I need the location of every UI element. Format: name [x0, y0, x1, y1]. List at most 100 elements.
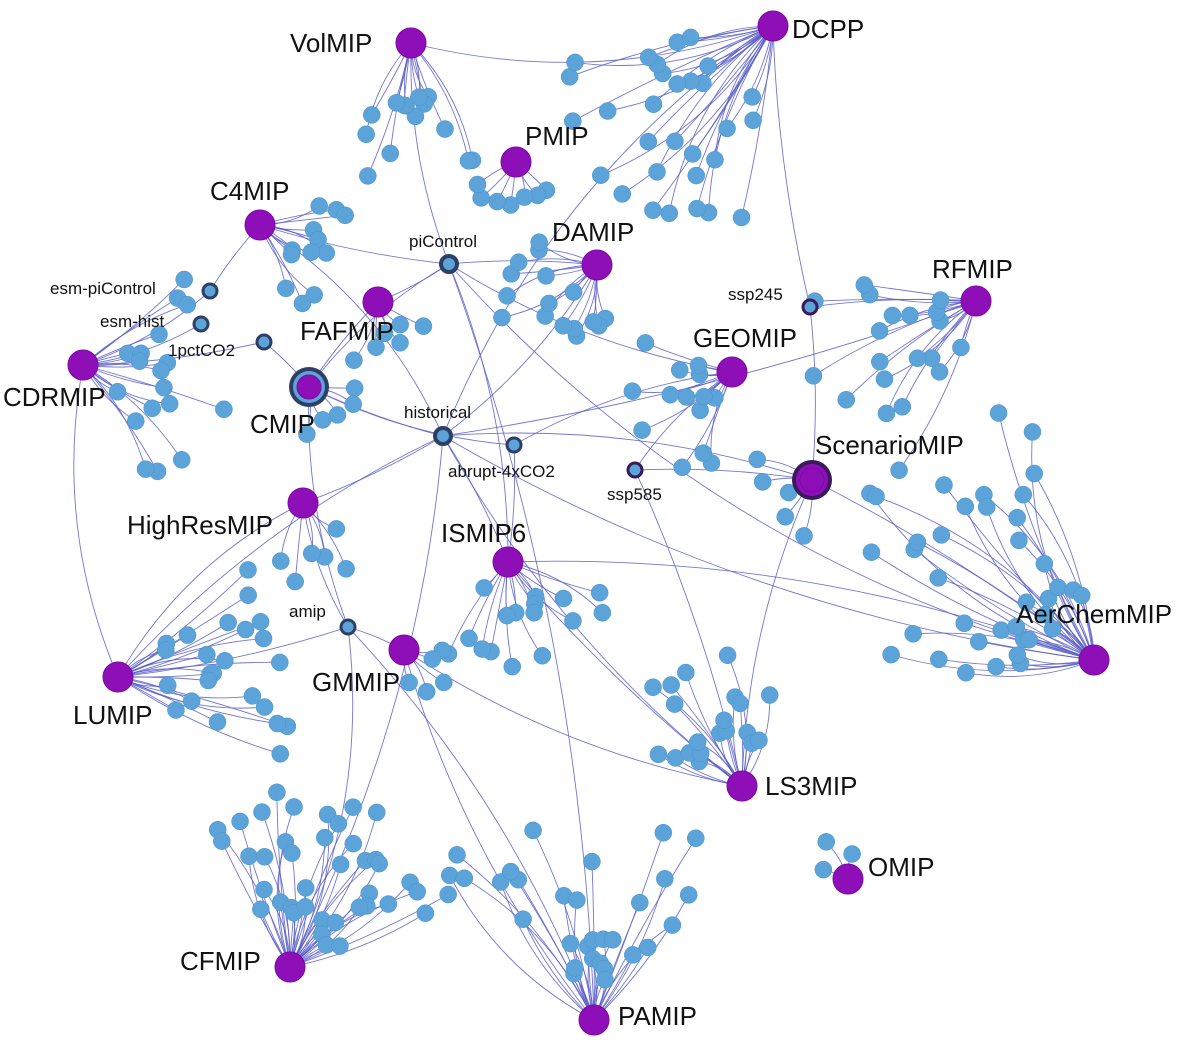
experiment-leaf-node [867, 487, 885, 506]
experiment-leaf-node [172, 451, 191, 469]
experiment-leaf-node [748, 450, 766, 469]
experiment-leaf-node [236, 620, 255, 639]
experiment-leaf-node [584, 313, 602, 331]
experiment-leaf-node [328, 406, 347, 424]
experiment-leaf-node [687, 166, 706, 185]
cfmip-node [274, 951, 306, 983]
experiment-leaf-node [286, 572, 304, 591]
experiment-leaf-node [633, 421, 651, 439]
experiment-leaf-node [150, 325, 168, 344]
experiment-leaf-node [677, 663, 695, 682]
amip-label: amip [289, 602, 326, 621]
cdrmip-label: CDRMIP [3, 382, 106, 412]
experiment-leaf-node [252, 900, 270, 919]
experiment-leaf-node [631, 893, 649, 912]
experiment-leaf-node [155, 378, 173, 397]
experiment-leaf-node [310, 197, 328, 215]
experiment-leaf-node [992, 621, 1010, 639]
experiment-leaf-node [243, 687, 262, 705]
experiment-leaf-node [175, 270, 193, 289]
experiment-leaf-node [904, 625, 922, 643]
experiment-leaf-node [668, 75, 686, 93]
experiment-leaf-node [157, 641, 175, 659]
experiment-leaf-node [814, 860, 833, 879]
experiment-leaf-node [239, 561, 257, 579]
network-edge [410, 25, 774, 63]
experiment-leaf-node [613, 185, 632, 203]
experiment-leaf-node [760, 686, 779, 704]
experiment-leaf-node [344, 395, 362, 413]
experiment-leaf-node [957, 663, 975, 682]
experiment-leaf-node [732, 208, 751, 227]
network-edge [278, 806, 295, 968]
experiment-leaf-node [970, 632, 988, 651]
experiment-leaf-node [326, 913, 345, 932]
experiment-leaf-node [1035, 554, 1054, 573]
experiment-leaf-node [152, 361, 170, 380]
experiment-leaf-node [1043, 620, 1062, 638]
experiment-leaf-node [590, 583, 609, 602]
experiment-leaf-node [493, 308, 511, 327]
abrupt-4xco2-label: abrupt-4xCO2 [448, 462, 555, 481]
c4mip-node [244, 209, 276, 241]
network-edge [442, 435, 509, 563]
historical-experiment-node [433, 426, 453, 446]
experiment-leaf-node [871, 352, 889, 371]
1pctco2-experiment-node [255, 333, 273, 351]
ssp245-label: ssp245 [728, 285, 783, 304]
network-edge [308, 386, 515, 446]
experiment-leaf-node [695, 387, 713, 406]
experiment-leaf-node [882, 645, 900, 664]
network-edge [572, 25, 774, 122]
experiment-leaf-node [665, 695, 684, 713]
experiment-leaf-node [515, 188, 534, 206]
experiment-leaf-node [199, 671, 218, 690]
experiment-leaf-node [656, 870, 674, 888]
experiment-leaf-node [875, 370, 894, 388]
network-edge [82, 290, 211, 366]
1pctco2-label: 1pctCO2 [168, 341, 235, 360]
experiment-leaf-node [1049, 578, 1067, 597]
network-edge [869, 493, 1095, 661]
network-edge [634, 469, 743, 787]
experiment-leaf-node [468, 175, 487, 194]
experiment-leaf-node [744, 111, 762, 130]
experiment-leaf-node [255, 880, 273, 899]
experiment-leaf-node [525, 603, 543, 622]
network-edge [456, 854, 595, 1021]
pamip-label: PAMIP [618, 1001, 697, 1031]
network-edge [442, 300, 977, 437]
experiment-leaf-node [459, 152, 478, 170]
ismip6-label: ISMIP6 [441, 518, 526, 548]
experiment-leaf-node [231, 812, 249, 831]
experiment-leaf-node [350, 898, 369, 916]
ssp245-experiment-node [801, 298, 819, 316]
experiment-leaf-node [636, 334, 655, 352]
experiment-leaf-node [213, 832, 231, 850]
experiment-leaf-node [688, 733, 707, 751]
experiment-leaf-node [706, 150, 724, 169]
experiment-leaf-node [804, 367, 823, 385]
experiment-leaf-node [198, 645, 216, 664]
experiment-leaf-node [423, 650, 442, 668]
experiment-leaf-node [331, 855, 350, 874]
experiment-leaf-node [337, 560, 355, 578]
experiment-leaf-node [931, 291, 950, 309]
esm-picontrol-experiment-node [201, 282, 219, 300]
experiment-leaf-node [901, 306, 919, 325]
network-edge [1031, 431, 1095, 661]
cmip-label: CMIP [250, 409, 315, 439]
network-edge [117, 676, 281, 755]
network-edge [448, 263, 1095, 661]
experiment-leaf-node [448, 846, 466, 864]
network-edge [289, 891, 418, 968]
experiment-leaf-node [408, 882, 426, 901]
network-edge [117, 435, 444, 678]
esm-picontrol-label: esm-piControl [50, 279, 156, 298]
network-edge [714, 25, 774, 160]
experiment-leaf-node [593, 603, 612, 622]
experiment-leaf-node [440, 866, 459, 885]
experiment-leaf-node [932, 526, 951, 544]
